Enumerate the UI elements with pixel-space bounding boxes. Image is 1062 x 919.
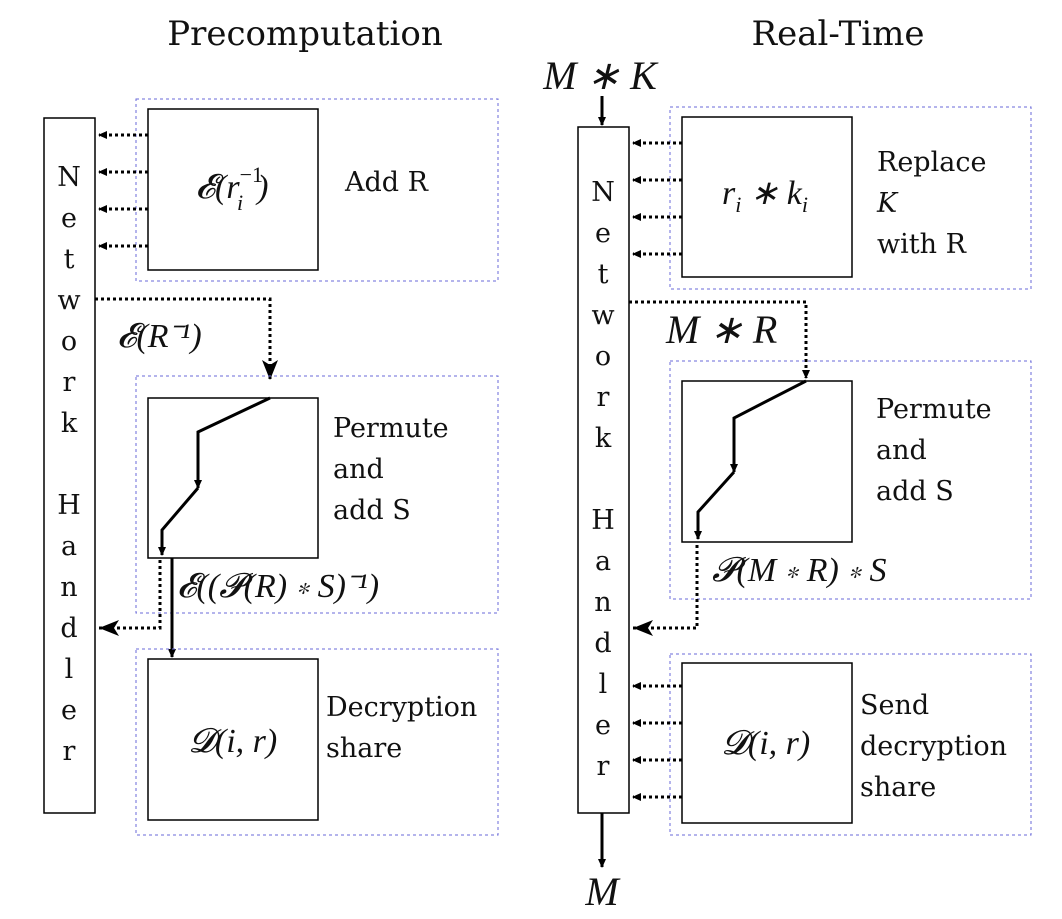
realtime-permute-path [730, 379, 807, 473]
realtime-step2-group [669, 360, 1032, 600]
realtime-step2-box [681, 380, 853, 543]
handler-left-letter: r [63, 736, 76, 767]
handler-left-letter: e [61, 695, 77, 726]
realtime-input-label: M ∗ K [542, 53, 659, 98]
precomp-step3-group [135, 648, 499, 836]
network-handler-precomputation [43, 117, 96, 814]
handler-left-letter: H [57, 490, 81, 521]
precomp-step1-box [147, 108, 319, 271]
realtime-step1-label-2: K [876, 188, 899, 219]
realtime-arrow-1-label: M ∗ R [665, 307, 777, 352]
realtime-step1-box [681, 116, 853, 278]
handler-left-letter: a [61, 531, 77, 562]
realtime-step2-label-1: Permute [876, 394, 992, 425]
precomp-permute-path [194, 396, 271, 489]
realtime-step3-outputs [632, 682, 682, 801]
realtime-step3-box [681, 662, 853, 824]
precomp-arrow-2-label: 𝓔((𝓟(R) ∗ S)⁻¹) [177, 568, 379, 605]
handler-left-letter: r [63, 367, 76, 398]
realtime-permute-path-2 [694, 470, 736, 540]
handler-right-letter: r [597, 382, 610, 413]
realtime-step3-box-text: 𝓓(i, r) [722, 725, 810, 762]
realtime-step3-label-3: share [860, 772, 936, 803]
precomp-step2-label-1: Permute [333, 413, 449, 444]
realtime-output-label: M [584, 869, 621, 914]
precomp-step1-label: Add R [344, 167, 429, 198]
handler-left-letter: k [61, 408, 78, 439]
handler-left-letter: N [57, 162, 81, 193]
realtime-arrow-2-label: 𝓟(M ∗ R) ∗ S [712, 552, 886, 589]
precomp-permute-path-2 [158, 487, 200, 556]
handler-right-letter: e [595, 710, 611, 741]
realtime-step1-group [669, 106, 1032, 290]
handler-left-letter: w [57, 285, 80, 316]
handler-right-letter: o [595, 341, 611, 372]
realtime-step3-label-2: decryption [860, 731, 1007, 762]
realtime-arrow-1 [629, 300, 810, 379]
precomputation-title: Precomputation [167, 14, 443, 54]
realtime-title: Real-Time [751, 14, 924, 54]
handler-right-letter: n [594, 587, 611, 618]
realtime-step1-label-1: Replace [877, 147, 986, 178]
handler-right-letter: N [591, 177, 615, 208]
handler-left-letter: l [65, 654, 74, 685]
realtime-step2-label-3: add S [876, 476, 954, 507]
handler-left-letter: d [60, 613, 77, 644]
precomp-arrow-1-label: 𝓔(R⁻¹) [117, 318, 202, 355]
precomp-step2-label-2: and [333, 454, 384, 485]
precomp-step2-box [147, 397, 319, 559]
handler-right-letter: l [599, 669, 608, 700]
realtime-step1-label-3: with R [877, 229, 967, 260]
precomp-step2-group [135, 375, 499, 614]
precomp-arrow-1 [95, 297, 278, 380]
handler-right-letter: r [597, 751, 610, 782]
handler-right-letter: d [594, 628, 611, 659]
handler-right-letter: a [595, 546, 611, 577]
handler-left-letter: t [64, 244, 75, 275]
precomp-step1-outputs [98, 131, 148, 250]
handler-right-letter: H [591, 505, 615, 536]
realtime-step3-label-1: Send [860, 690, 929, 721]
precomp-step1-group [135, 98, 499, 282]
realtime-step2-label-2: and [876, 435, 927, 466]
precomp-step3-label-1: Decryption [326, 692, 477, 723]
realtime-step1-box-text: ri ∗ ki [722, 175, 808, 217]
precomp-step2-label-3: add S [333, 495, 411, 526]
realtime-step1-outputs [632, 139, 682, 258]
realtime-arrow-2 [633, 545, 699, 636]
precomp-step3-box-text: 𝓓(i, r) [189, 723, 277, 760]
realtime-step3-group [669, 653, 1032, 836]
handler-right-letter: t [598, 259, 609, 290]
handler-left-letter: o [61, 326, 77, 357]
precomp-arrow-2-dotted [99, 560, 162, 636]
handler-left-letter: e [61, 203, 77, 234]
precomp-step3-box [147, 658, 319, 821]
handler-right-letter: w [591, 300, 614, 331]
precomp-step3-label-2: share [326, 733, 402, 764]
handler-left-letter: n [60, 572, 77, 603]
handler-right-letter: e [595, 218, 611, 249]
network-handler-realtime [577, 126, 630, 814]
handler-right-letter: k [595, 423, 612, 454]
